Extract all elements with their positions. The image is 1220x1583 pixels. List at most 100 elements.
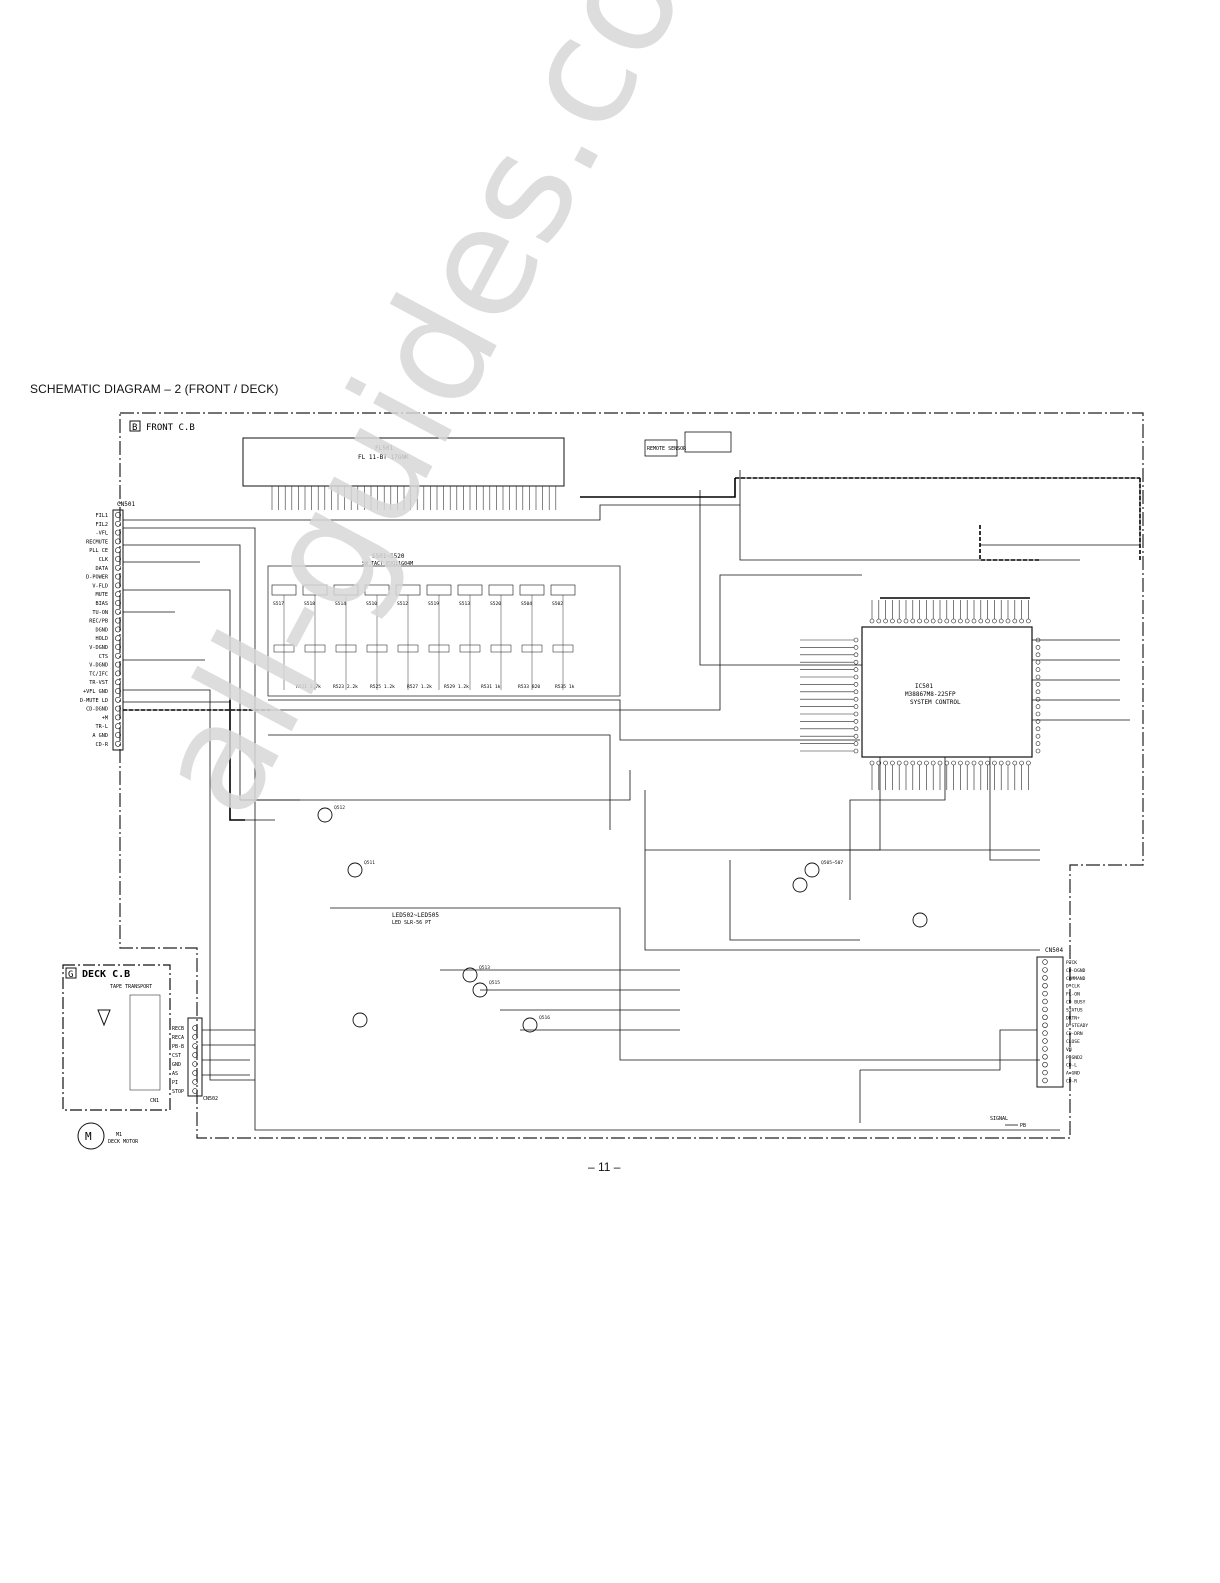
cn501-pin-label: A GND: [92, 733, 108, 739]
cn504-pin: [1042, 982, 1048, 989]
ic-pin-right: [1035, 719, 1041, 724]
ic-pin-right: [1035, 674, 1041, 680]
cn501-pin-label: TR-VST: [89, 680, 108, 686]
cn504-connector: CN504: [1036, 947, 1064, 1088]
ic-pin-bottom: [951, 760, 956, 766]
signal-legend: SIGNAL PB: [990, 1116, 1026, 1129]
switch-cell: [488, 584, 514, 596]
cn501-pin-label: TC/IFC: [89, 671, 108, 677]
switch-resistor-label: R529 1.2k: [444, 684, 469, 690]
switch-label: S517: [273, 601, 284, 607]
cn501-pin: [115, 582, 121, 589]
cn501-pin-label: CLK: [99, 557, 109, 563]
ic-pin-right: [1035, 704, 1041, 709]
ic-pin-top: [958, 618, 963, 624]
ic-pin-right: [1035, 667, 1041, 672]
remote-sensor: REMOTE SENSOR: [644, 431, 732, 457]
transistor-symbol: [462, 967, 478, 983]
transistor-symbol: [472, 982, 488, 998]
cn504-pin-label: CD-R: [1066, 1079, 1077, 1085]
cn504-pin-label: FL-ON: [1066, 992, 1080, 998]
transistor-symbol: [522, 1017, 538, 1033]
ic-pin-top: [985, 618, 990, 624]
cn504-pin-label: A-GND: [1066, 1071, 1080, 1077]
wiring: [123, 470, 1141, 1131]
signal-legend-sub: PB: [1020, 1123, 1026, 1129]
cn504-pin-label: CD-DRN: [1066, 1031, 1083, 1037]
front-board-tag: B FRONT C.B: [129, 420, 195, 433]
ic-pin-left: [853, 674, 859, 680]
deck-connectors: CN502 CN1: [150, 1017, 218, 1104]
deck-pin-label: PB-B: [172, 1044, 184, 1050]
ic-pin-bottom: [869, 760, 875, 766]
cn501-connector: CN501: [112, 501, 135, 751]
ic-pin-bottom: [958, 760, 963, 766]
ic-pin-top: [910, 618, 916, 624]
cn501-pin-label: CTS: [99, 654, 108, 660]
cn501-pin-label: V-DGND: [89, 645, 108, 651]
transistor-label: Q516: [539, 1015, 550, 1021]
ic-pin-bottom: [1005, 760, 1011, 766]
ic-pin-left: [853, 726, 859, 732]
switch-label: S518: [304, 601, 315, 607]
switch-resistor-label: R521 2.7k: [296, 684, 321, 690]
cn501-pin-label: HOLD: [96, 636, 109, 642]
cn501-pin-label: V-FLD: [92, 583, 108, 589]
cn501-pin: [115, 556, 121, 562]
cn504-pin: [1042, 1006, 1048, 1013]
deck-pin: [192, 1088, 198, 1094]
ic-pin-bottom: [1012, 760, 1018, 766]
ic501-part: M38867M8-225FP: [905, 691, 956, 698]
switch-cell: [271, 584, 297, 596]
transistor-label: Q505~507: [821, 860, 843, 866]
ic501-function: SYSTEM CONTROL: [910, 699, 961, 706]
ic-pin-top: [937, 618, 943, 624]
cn504-pin: [1042, 967, 1048, 973]
deck-motor-label: DECK MOTOR: [108, 1139, 139, 1145]
ic-pin-top: [971, 618, 977, 624]
deck-pin-label: AS: [172, 1071, 178, 1077]
cn501-pin: [115, 529, 121, 536]
cn504-pin: [1042, 1030, 1048, 1036]
cn504-pin-label: DRTN+: [1066, 1015, 1080, 1021]
ic-pin-right: [1035, 741, 1041, 746]
switch-label: S512: [397, 601, 408, 607]
deck-pin-label: RECB: [172, 1026, 184, 1032]
ic-pin-top: [1019, 618, 1024, 624]
signal-legend-label: SIGNAL: [990, 1116, 1008, 1122]
cn501-label: CN501: [117, 501, 135, 508]
cn501-pin: [115, 652, 121, 659]
ic-pin-left: [853, 696, 859, 702]
ground-bus: [229, 478, 1030, 821]
switch-cell: [426, 584, 452, 596]
led-note: LED SLR-56 PT: [392, 920, 431, 926]
ic-pin-bottom: [992, 760, 997, 766]
switch-cell: [457, 584, 483, 596]
cn504-pin-label: VM: [1066, 1047, 1072, 1053]
cn504-pin: [1042, 1038, 1048, 1044]
ic-pin-left: [853, 748, 859, 754]
fl-display-pins: [271, 486, 557, 510]
ic-pin-top: [998, 618, 1004, 624]
cn504-pin-label: D-STEADY: [1066, 1023, 1088, 1029]
deck-board-letter: G: [68, 970, 73, 980]
cn504-pin: [1042, 1014, 1048, 1020]
deck-pin: [192, 1070, 198, 1076]
page-title: SCHEMATIC DIAGRAM – 2 (FRONT / DECK): [30, 382, 279, 396]
cn501-pin: [115, 591, 121, 598]
cn501-pin: [115, 732, 121, 738]
ic-pin-bottom: [930, 760, 936, 766]
cn504-pin-label: CD BUSY: [1066, 1000, 1086, 1006]
ic-pin-bottom: [937, 760, 943, 766]
ic501: IC501 M38867M8-225FP SYSTEM CONTROL: [861, 626, 1033, 758]
ic-pin-right: [1035, 733, 1041, 739]
cn501-pin: [115, 688, 121, 694]
ic-pin-top: [1012, 618, 1018, 624]
deck-pin-label: STOP: [172, 1089, 184, 1095]
switch-resistor-label: R535 1k: [555, 684, 575, 690]
cn501-pin-label: +M: [102, 715, 108, 721]
ic-pin-left: [853, 704, 859, 709]
front-board-label: FRONT C.B: [146, 423, 195, 433]
switch-label: S502: [552, 601, 563, 607]
ic-pin-bottom: [985, 760, 990, 766]
